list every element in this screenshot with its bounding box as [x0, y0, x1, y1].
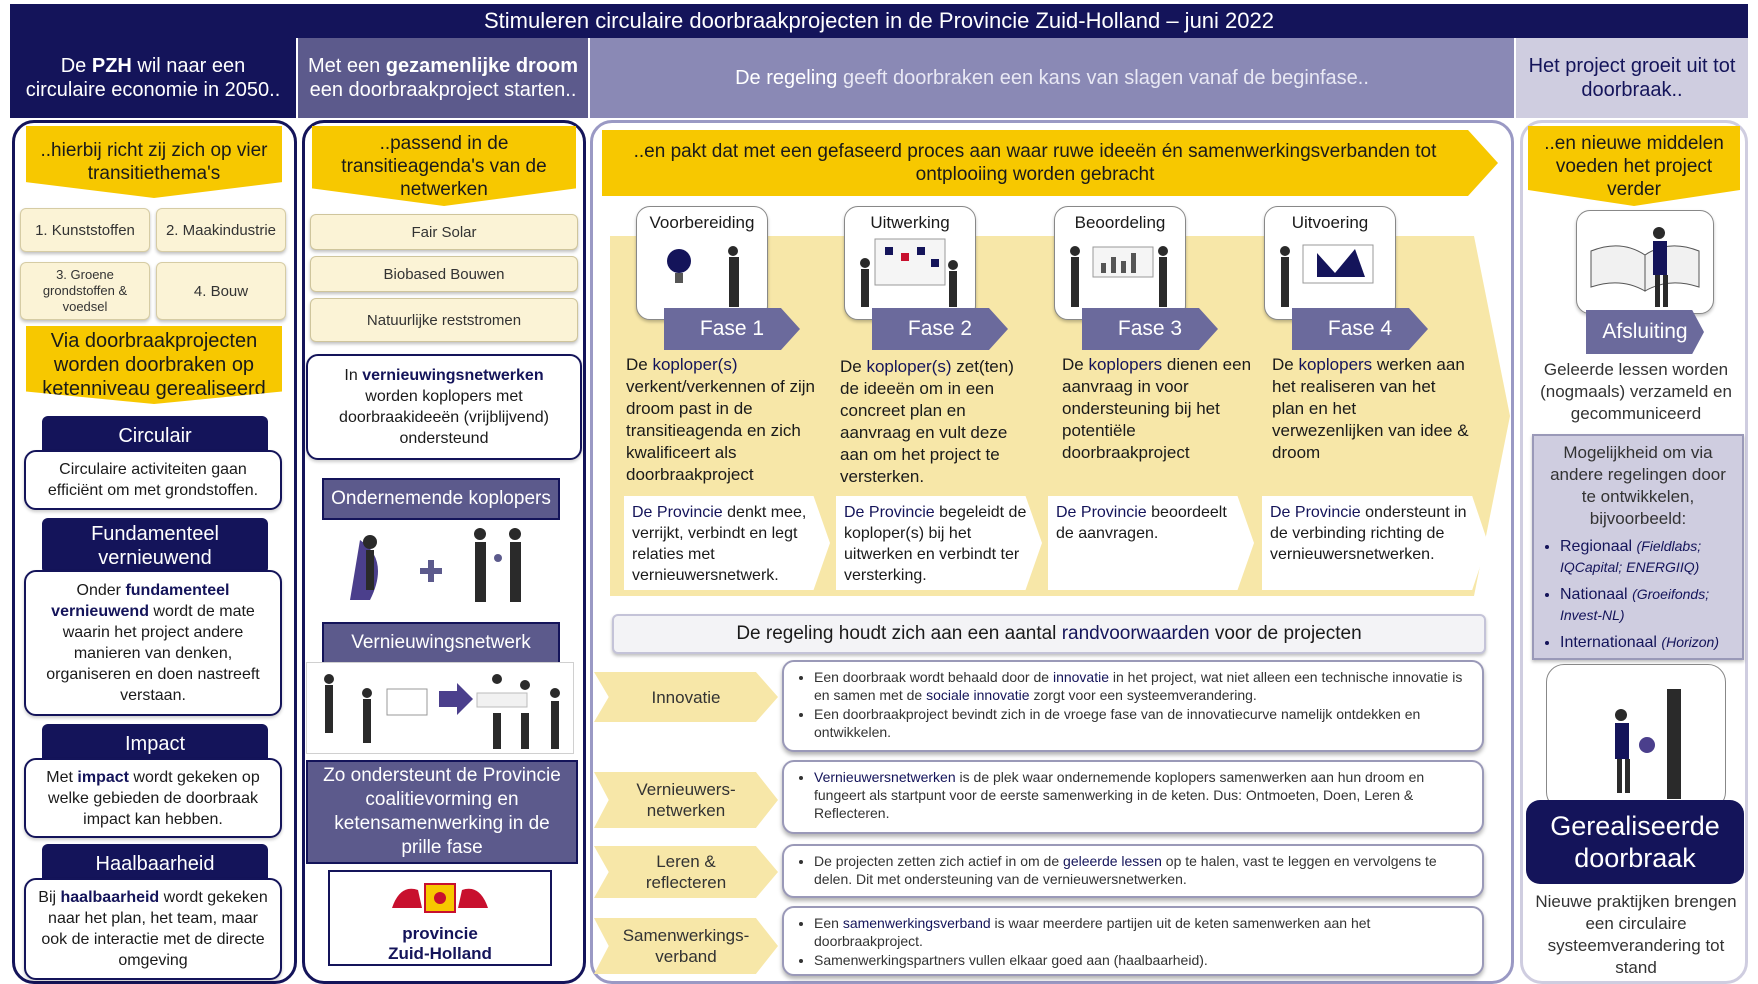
other-regionaal: Regionaal (Fieldlabs; IQCapital; ENERGII… — [1560, 536, 1734, 578]
col4-other-intro: Mogelijkheid om via andere regelingen do… — [1550, 443, 1726, 528]
header-col4: Het project groeit uit tot doorbraak.. — [1516, 38, 1748, 118]
condition-leren-box: De projecten zetten zich actief in om de… — [782, 844, 1484, 898]
crest-icon — [392, 883, 488, 913]
phase1-label: Fase 1 — [664, 308, 800, 350]
col4-lessons: Geleerde lessen worden (nogmaals) verzam… — [1540, 360, 1732, 423]
result-desc: Nieuwe praktijken brengen een circulaire… — [1535, 892, 1737, 977]
criterion-haalbaarheid-label: Haalbaarheid — [42, 844, 268, 884]
afsluiting-card — [1576, 210, 1714, 314]
label-vernieuwingsnetwerk: Vernieuwingsnetwerk — [322, 622, 560, 664]
header-col2: Met een gezamenlijke droom een doorbraak… — [298, 38, 588, 118]
condition-leren-label: Leren & reflecteren — [594, 846, 778, 898]
phase1-card: Voorbereiding — [636, 206, 768, 320]
label-ondernemende-koplopers: Ondernemende koplopers — [322, 478, 560, 520]
phase2-label: Fase 2 — [872, 308, 1008, 350]
other-internationaal: Internationaal (Horizon) — [1560, 632, 1734, 653]
theme-3: 3. Groene grondstoffen & voedsel — [20, 262, 150, 320]
book-icon — [1590, 227, 1700, 307]
condition-innovatie-box: Een doorbraak wordt behaald door de inno… — [782, 660, 1484, 752]
result-label: Gerealiseerde doorbraak — [1526, 800, 1744, 884]
phase2-card: Uitwerking — [844, 206, 976, 320]
col2-support: Zo ondersteunt de Provincie coalitievorm… — [306, 760, 578, 864]
conditions-title: De regeling houdt zich aan een aantal ra… — [612, 614, 1486, 654]
criterion-haalbaarheid-desc: Bij haalbaarheid wordt gekeken naar het … — [24, 878, 282, 980]
criterion-fundamenteel-desc: Onder fundamenteel vernieuwend wordt de … — [24, 570, 282, 716]
phase3-provincie: De Provincie beoordeelt de aanvragen. — [1048, 496, 1254, 590]
col1-panel — [12, 120, 297, 984]
page-title: Stimuleren circulaire doorbraakprojecten… — [10, 4, 1748, 38]
phase1-provincie: De Provincie denkt mee, verrijkt, verbin… — [624, 496, 830, 590]
lightbulb-icon — [667, 246, 739, 307]
col3-banner: ..en pakt dat met een gefaseerd proces a… — [602, 130, 1468, 196]
logo-provincie-zuid-holland: provincie Zuid-Holland — [328, 870, 552, 966]
phase2-provincie: De Provincie begeleidt de koploper(s) bi… — [836, 496, 1042, 590]
col4-other-box: Mogelijkheid om via andere regelingen do… — [1532, 434, 1744, 660]
condition-vernieuwersnetwerken-label: Vernieuwers-netwerken — [594, 772, 778, 828]
criterion-fundamenteel-label: Fundamenteel vernieuwend — [42, 518, 268, 574]
header-col1: De PZH wil naar een circulaire economie … — [10, 38, 296, 118]
header-col3: De regeling geeft doorbraken een kans va… — [590, 38, 1514, 118]
planning-board-icon — [860, 238, 958, 307]
network-biobased-bouwen: Biobased Bouwen — [310, 256, 578, 292]
network-fair-solar: Fair Solar — [310, 214, 578, 250]
implementation-icon — [1280, 244, 1374, 307]
criterion-circulair-label: Circulair — [42, 416, 268, 456]
network-natuurlijke-reststromen: Natuurlijke reststromen — [310, 298, 578, 342]
condition-samenwerking-label: Samenwerkings-verband — [594, 918, 778, 974]
illustration-vernieuwingsnetwerk — [306, 662, 574, 754]
condition-vernieuwersnetwerken-box: Vernieuwersnetwerken is de plek waar ond… — [782, 760, 1484, 834]
phase4-label: Fase 4 — [1292, 308, 1428, 350]
theme-1: 1. Kunststoffen — [20, 208, 150, 252]
presentation-chart-icon — [1070, 246, 1168, 307]
door-icon — [1615, 689, 1681, 799]
condition-samenwerking-box: Een samenwerkingsverband is waar meerder… — [782, 906, 1484, 976]
illustration-koplopers — [330, 520, 552, 612]
phase3-label: Fase 3 — [1082, 308, 1218, 350]
col4-banner: ..en nieuwe middelen voeden het project … — [1528, 126, 1740, 206]
phase3-card: Beoordeling — [1054, 206, 1186, 320]
criterion-impact-label: Impact — [42, 724, 268, 764]
phase4-card: Uitvoering — [1264, 206, 1396, 320]
theme-2: 2. Maakindustrie — [156, 208, 286, 252]
phase2-text: De koploper(s) zet(ten) de ideeën om in … — [840, 357, 1014, 486]
col4-panel — [1520, 120, 1748, 984]
phase4-text: De koplopers werken aan het realiseren v… — [1272, 355, 1469, 462]
col1-banner: ..hierbij richt zij zich op vier transit… — [26, 126, 282, 198]
col2-panel — [302, 120, 586, 984]
result-illustration — [1546, 664, 1726, 810]
col2-info: In vernieuwingsnetwerken worden koploper… — [306, 354, 582, 460]
phase1-text: De koploper(s) verkent/verkennen of zijn… — [626, 355, 815, 484]
col1-banner2: Via doorbraakprojecten worden doorbraken… — [26, 326, 282, 404]
criterion-circulair-desc: Circulaire activiteiten gaan efficiënt o… — [24, 450, 282, 510]
col2-banner: ..passend in de transitieagenda's van de… — [312, 126, 576, 206]
condition-innovatie-label: Innovatie — [594, 672, 778, 722]
other-nationaal: Nationaal (Groeifonds; Invest-NL) — [1560, 584, 1734, 626]
criterion-impact-desc: Met impact wordt gekeken op welke gebied… — [24, 758, 282, 838]
col3-panel — [590, 120, 1514, 984]
afsluiting-label: Afsluiting — [1586, 310, 1704, 354]
phase4-provincie: De Provincie ondersteunt in de verbindin… — [1262, 496, 1488, 590]
phase3-text: De koplopers dienen een aanvraag in voor… — [1062, 355, 1252, 462]
theme-4: 4. Bouw — [156, 262, 286, 320]
